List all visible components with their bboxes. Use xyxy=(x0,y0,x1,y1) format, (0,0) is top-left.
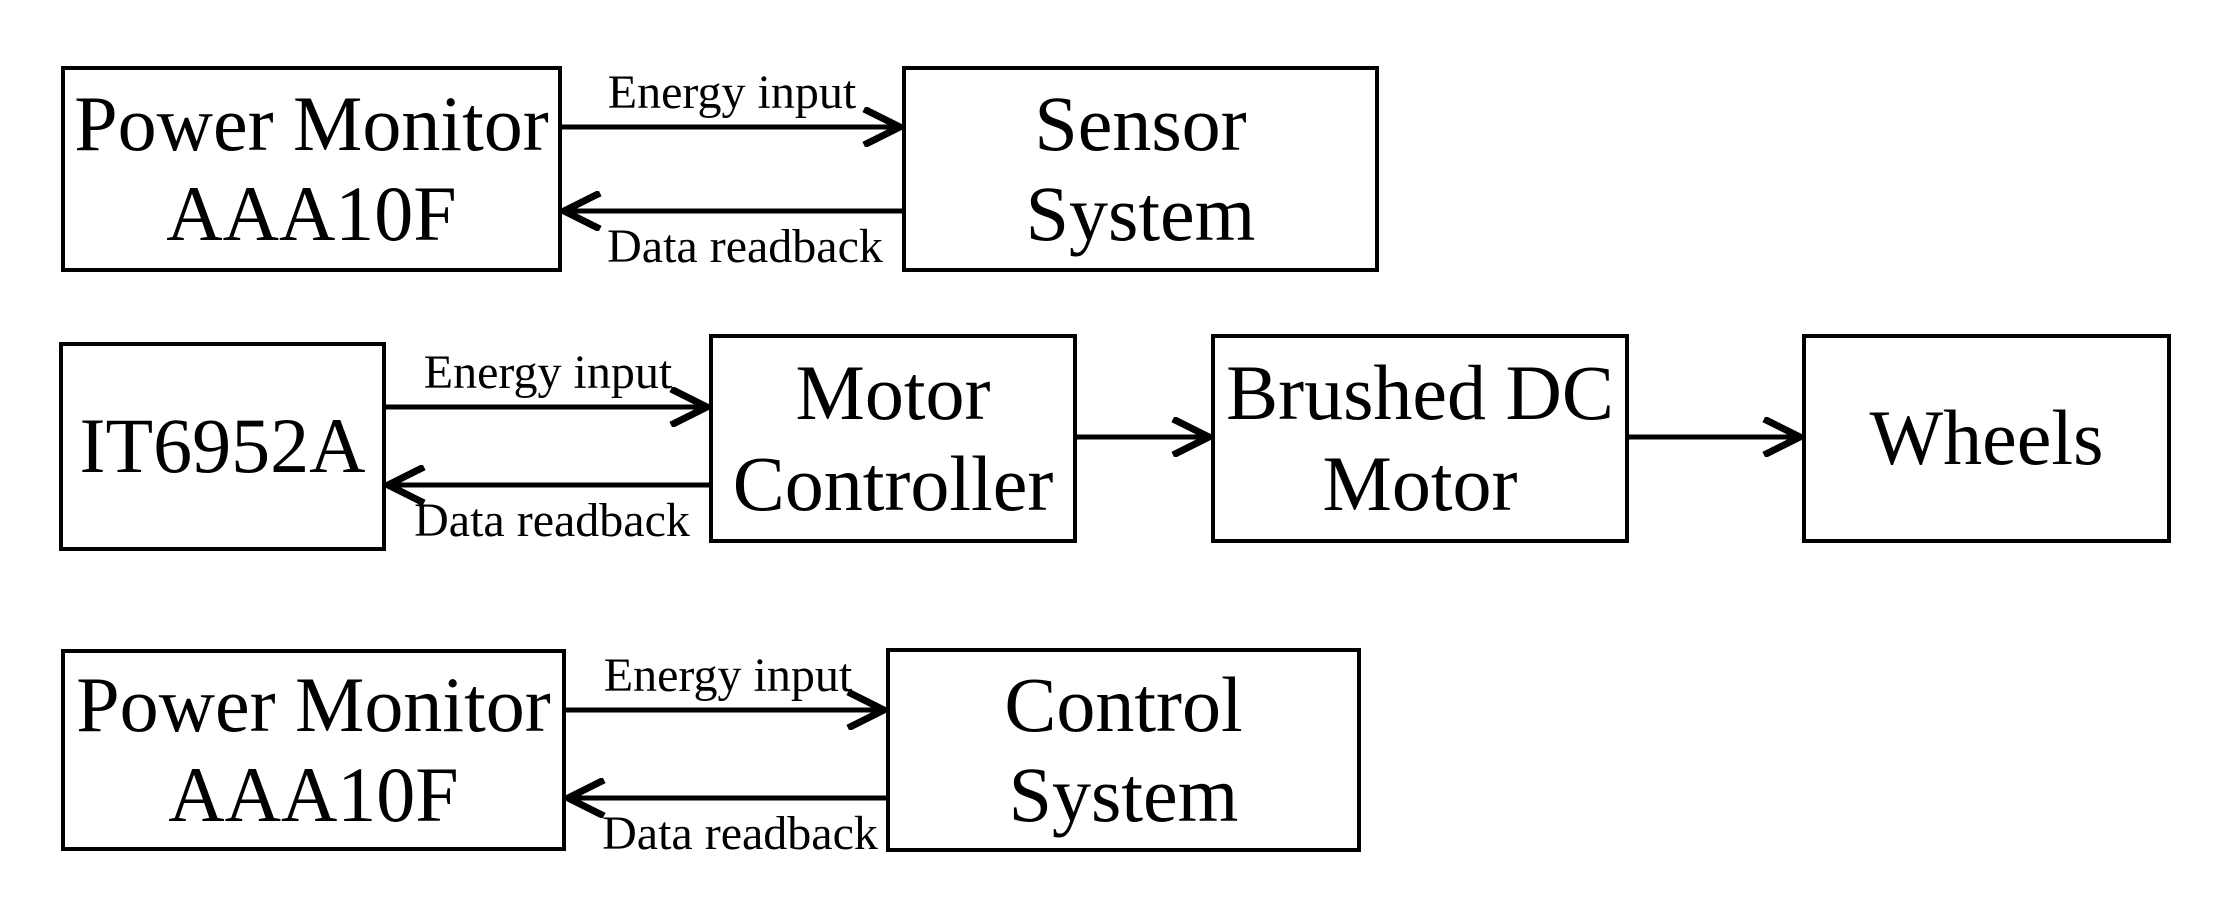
node-power-monitor-top: Power Monitor AAA10F xyxy=(61,66,562,272)
node-control-system: Control System xyxy=(886,648,1361,852)
node-motor-controller: Motor Controller xyxy=(709,334,1077,543)
edge-label-motor-to-it6952a: Data readback xyxy=(414,494,690,547)
edge-label-pm-top-to-sensor: Energy input xyxy=(607,66,857,119)
edge-label-control-to-pm-bottom: Data readback xyxy=(602,807,878,860)
node-label: Power Monitor AAA10F xyxy=(74,79,549,257)
node-power-monitor-bottom: Power Monitor AAA10F xyxy=(61,649,566,851)
node-label: Power Monitor AAA10F xyxy=(76,660,551,838)
node-label: IT6952A xyxy=(79,402,366,490)
edge-label-pm-bottom-to-control: Energy input xyxy=(603,649,853,702)
node-it6952a: IT6952A xyxy=(59,342,386,551)
node-label: Control System xyxy=(1004,660,1243,838)
node-wheels: Wheels xyxy=(1802,334,2171,543)
node-label: Wheels xyxy=(1869,394,2104,482)
node-label: Motor Controller xyxy=(732,349,1054,527)
edge-label-sensor-to-pm-top: Data readback xyxy=(607,220,883,273)
node-brushed-dc-motor: Brushed DC Motor xyxy=(1211,334,1629,543)
edge-label-it6952a-to-motor: Energy input xyxy=(423,346,673,399)
node-sensor-system: Sensor System xyxy=(902,66,1379,272)
node-label: Brushed DC Motor xyxy=(1226,349,1614,527)
node-label: Sensor System xyxy=(1025,79,1256,257)
